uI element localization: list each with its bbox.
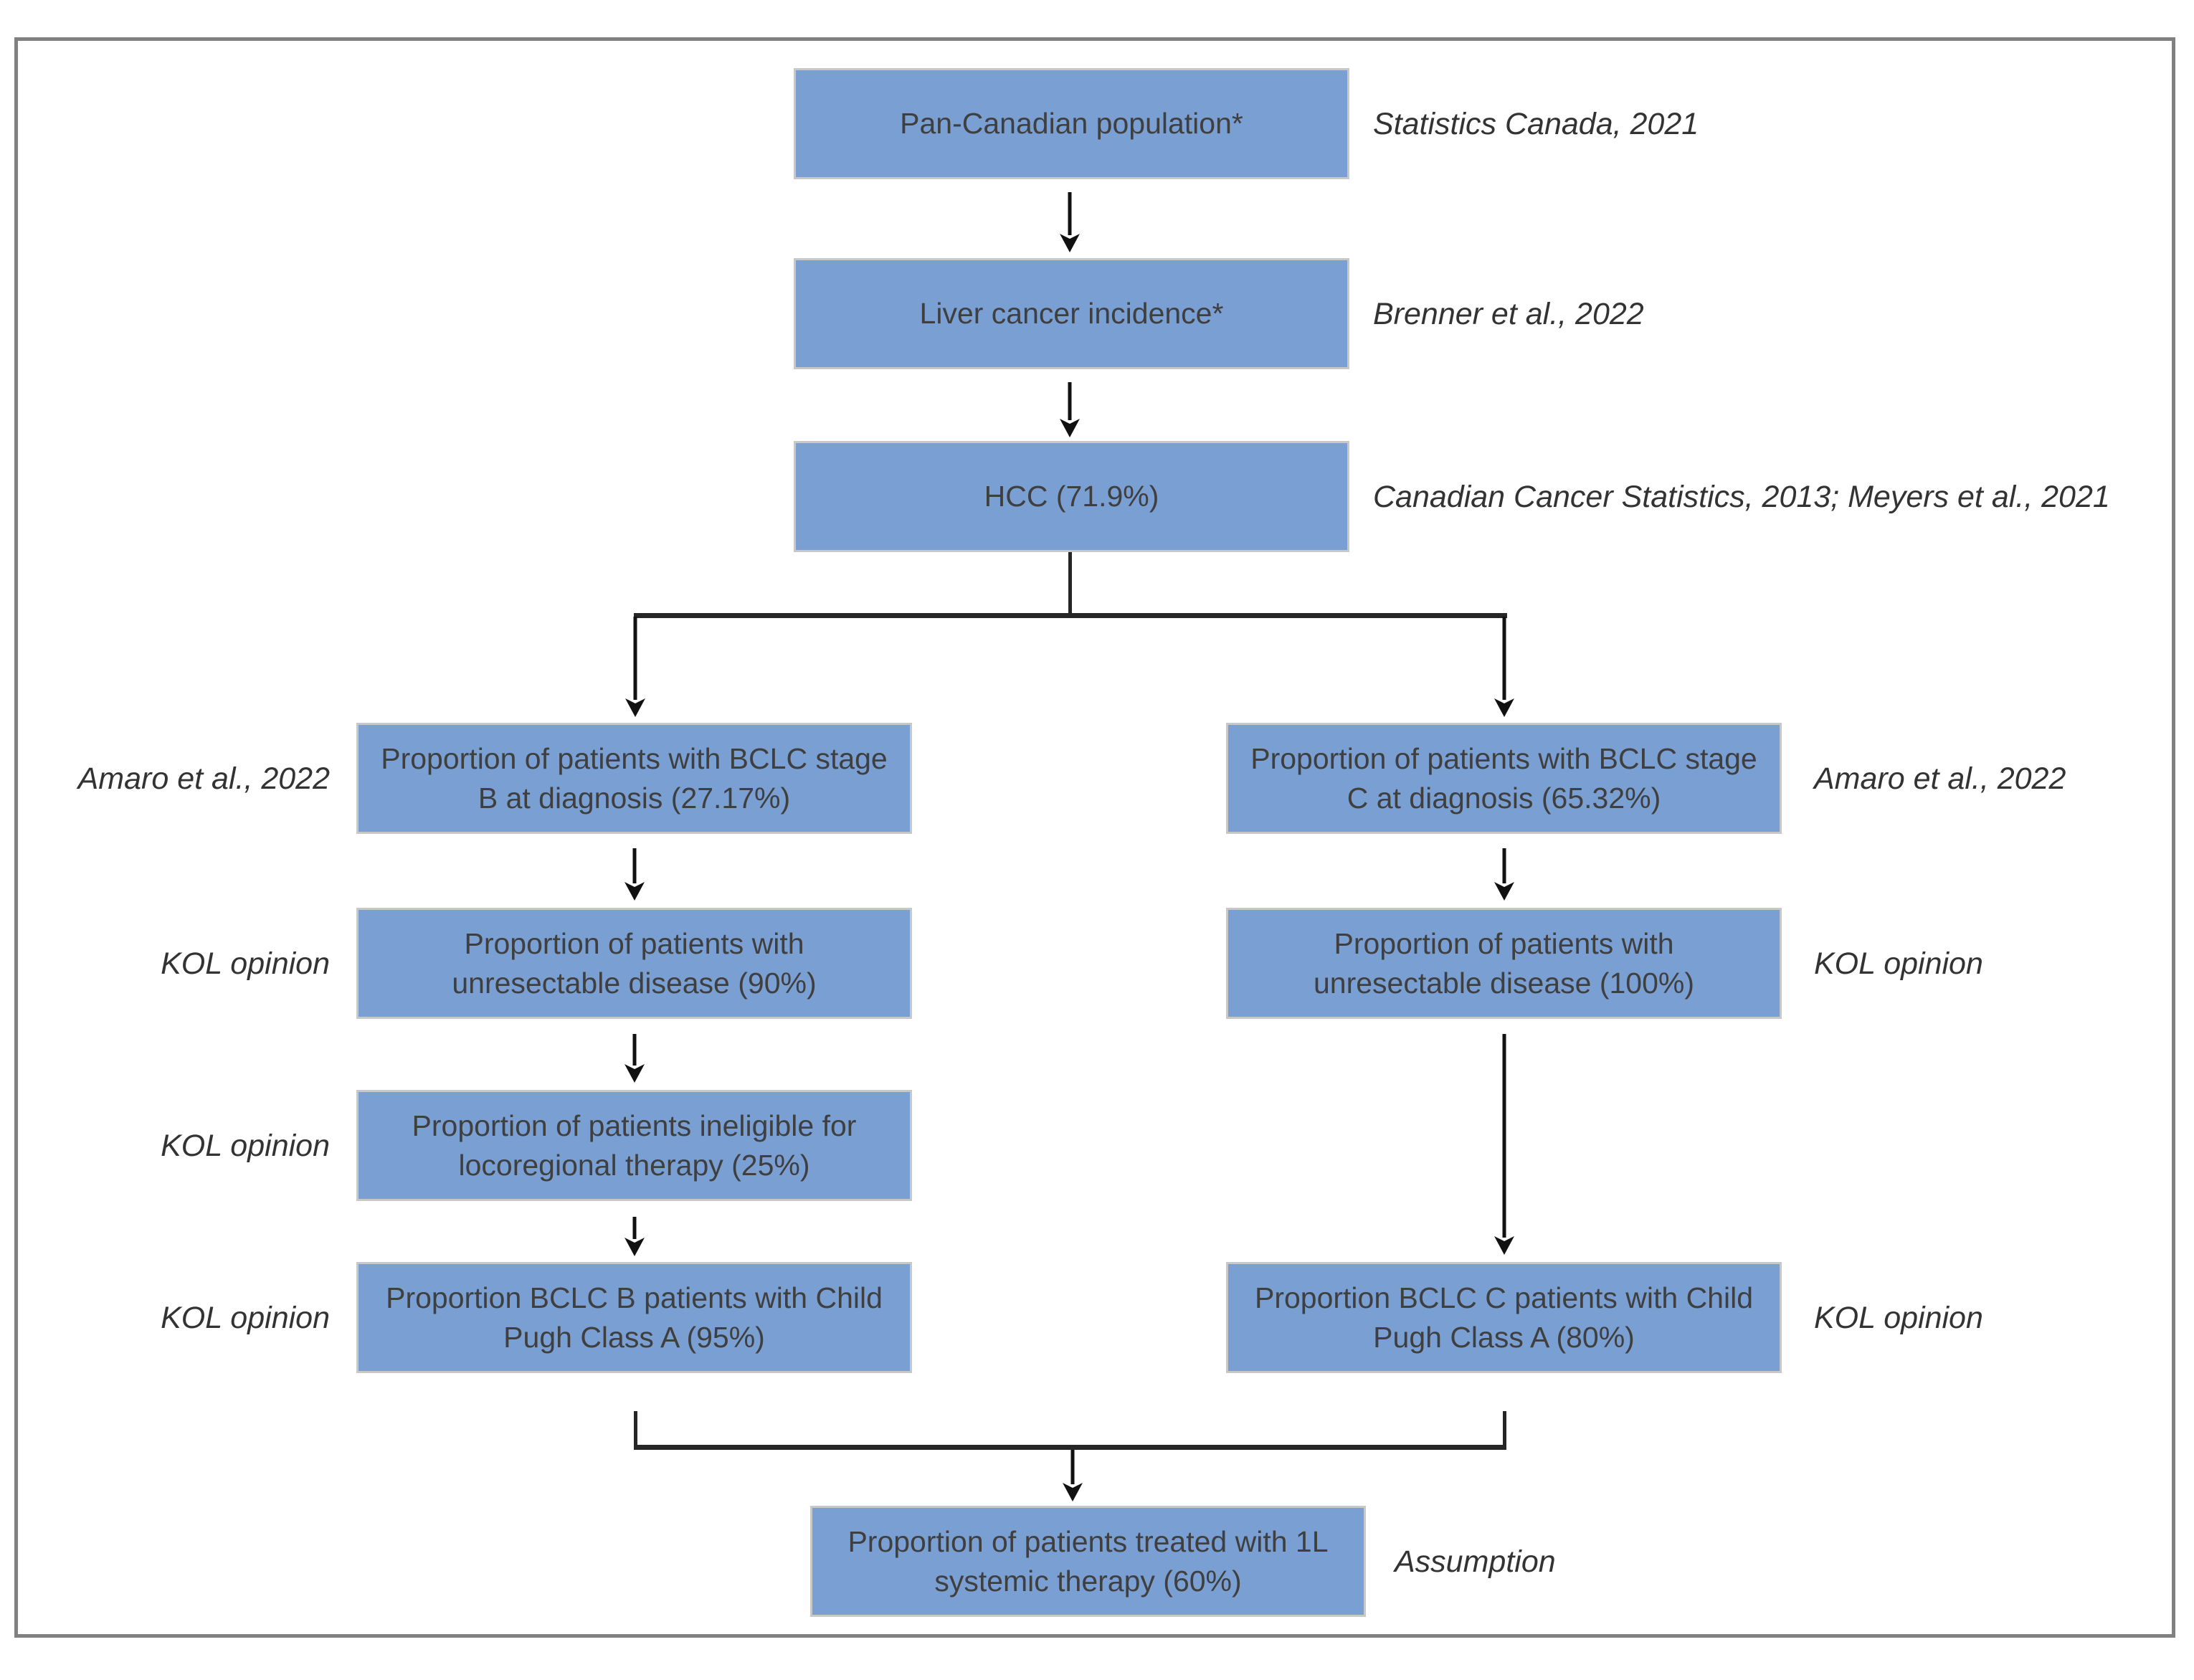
source-statistics-canada: Statistics Canada, 2021 — [1373, 107, 1699, 141]
box-ineligible-locoregional: Proportion of patients ineligible for lo… — [356, 1090, 912, 1201]
source-kol-ineligible-left: KOL opinion — [161, 1129, 330, 1163]
box-child-pugh-b: Proportion BCLC B patients with Child Pu… — [356, 1262, 912, 1373]
merge-rail — [634, 1445, 1506, 1450]
arrow-ineligible-to-childpugh-b — [625, 1217, 645, 1256]
box-hcc: HCC (71.9%) — [794, 441, 1349, 552]
source-amaro-right: Amaro et al., 2022 — [1814, 761, 2066, 796]
arrow-unresectable-to-childpugh-c — [1494, 1034, 1514, 1255]
arrow-liver-to-hcc — [1060, 382, 1080, 437]
source-assumption: Assumption — [1395, 1544, 1556, 1579]
source-canadian-cancer-statistics: Canadian Cancer Statistics, 2013; Meyers… — [1373, 480, 2110, 514]
arrow-bclcc-to-unresectable — [1494, 848, 1514, 901]
box-unresectable-100: Proportion of patients with unresectable… — [1226, 908, 1782, 1019]
source-kol-childpugh-left: KOL opinion — [161, 1301, 330, 1335]
source-kol-childpugh-right: KOL opinion — [1814, 1301, 1983, 1335]
box-pan-canadian-population: Pan-Canadian population* — [794, 68, 1349, 179]
box-1l-systemic-therapy: Proportion of patients treated with 1L s… — [810, 1506, 1366, 1617]
branch-rail — [634, 613, 1507, 618]
merge-left-vertical — [634, 1411, 637, 1450]
arrow-branch-left — [625, 617, 645, 717]
box-liver-cancer-incidence: Liver cancer incidence* — [794, 258, 1349, 369]
source-amaro-left: Amaro et al., 2022 — [77, 761, 330, 796]
merge-right-vertical — [1503, 1411, 1506, 1450]
branch-stem — [1068, 552, 1072, 617]
box-child-pugh-c: Proportion BCLC C patients with Child Pu… — [1226, 1262, 1782, 1373]
arrow-pan-to-liver — [1060, 192, 1080, 252]
box-bclc-stage-c: Proportion of patients with BCLC stage C… — [1226, 723, 1782, 834]
arrow-merge-to-systemic — [1063, 1450, 1083, 1501]
source-kol-unresectable-left: KOL opinion — [161, 946, 330, 981]
source-brenner: Brenner et al., 2022 — [1373, 297, 1644, 331]
box-bclc-stage-b: Proportion of patients with BCLC stage B… — [356, 723, 912, 834]
box-unresectable-90: Proportion of patients with unresectable… — [356, 908, 912, 1019]
arrow-branch-right — [1494, 617, 1514, 717]
arrow-unresectable-to-ineligible — [625, 1034, 645, 1083]
arrow-bclcb-to-unresectable — [625, 848, 645, 901]
source-kol-unresectable-right: KOL opinion — [1814, 946, 1983, 981]
